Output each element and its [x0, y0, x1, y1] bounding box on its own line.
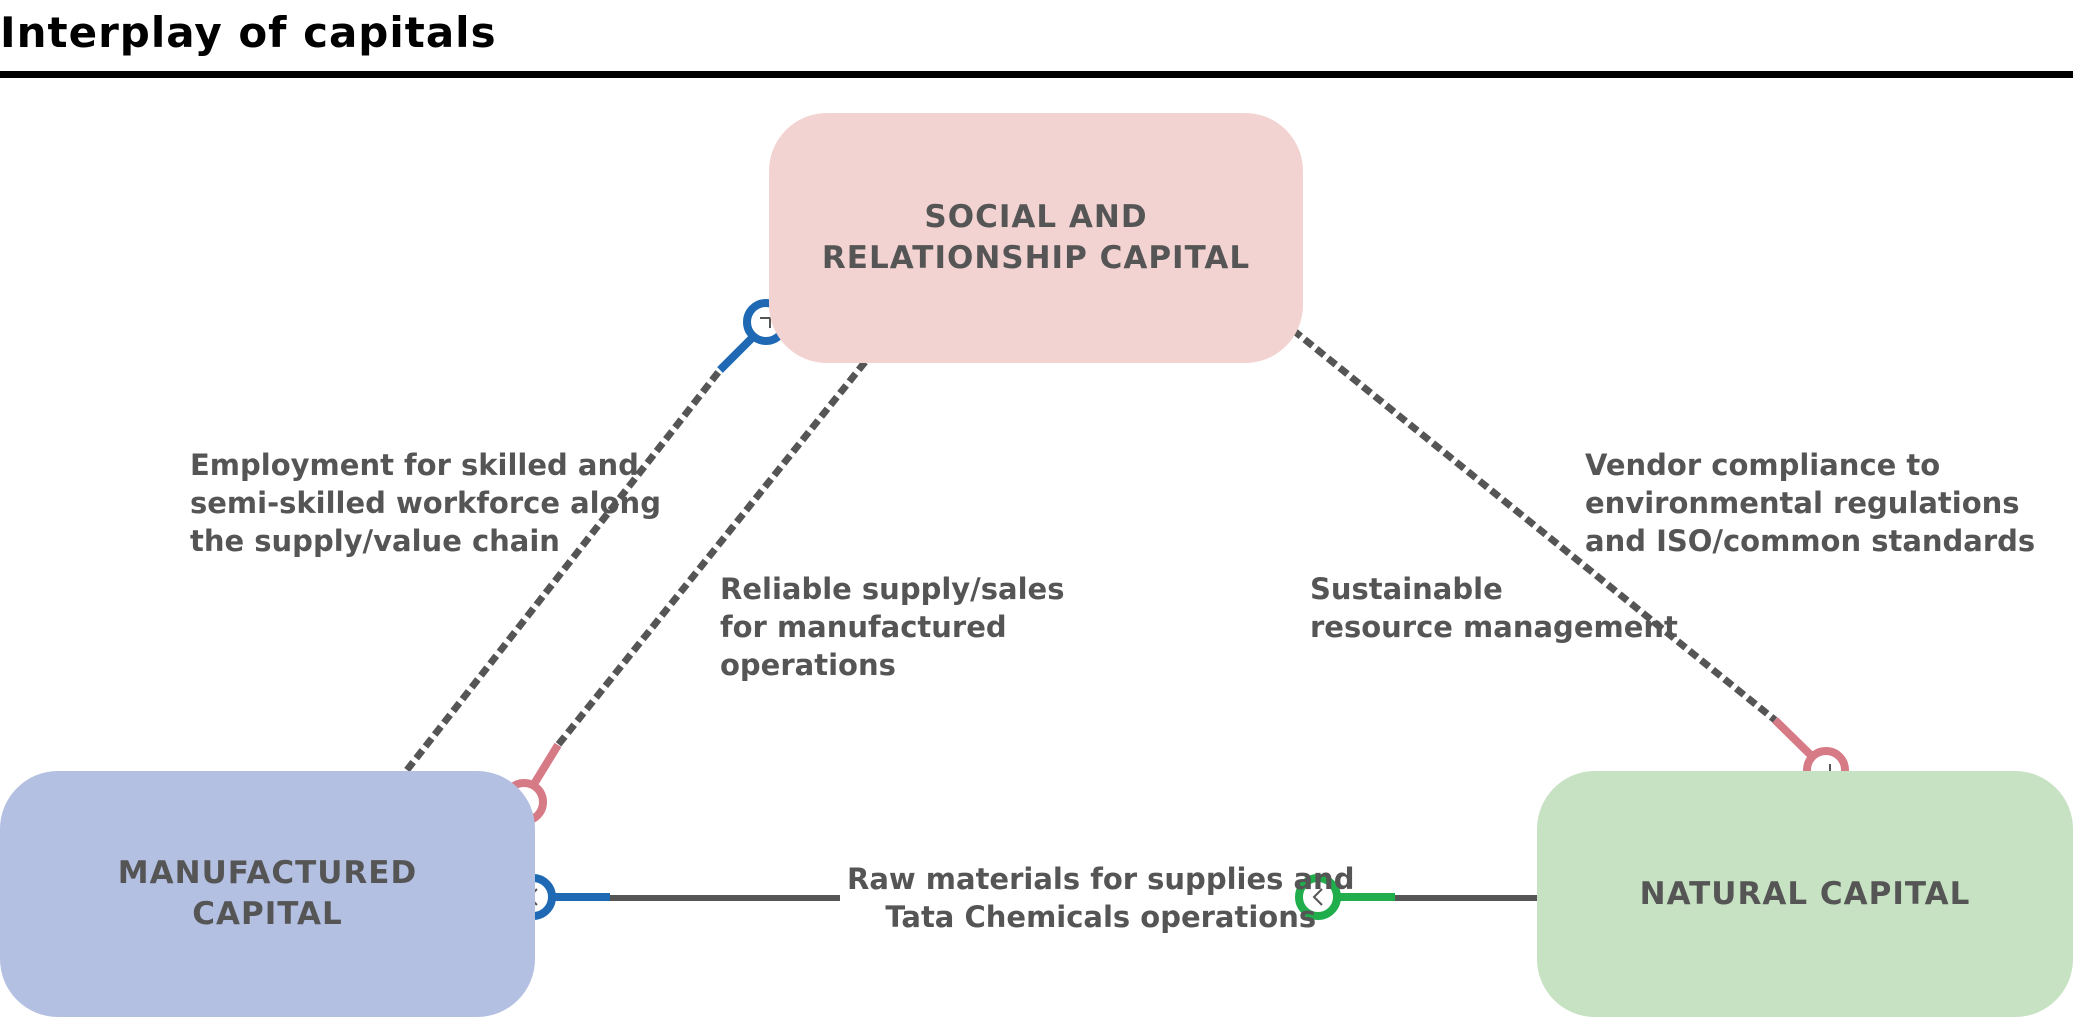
- edge-label-line: resource management: [1310, 610, 1678, 644]
- title-divider: [0, 71, 2073, 78]
- edge-label-line: environmental regulations: [1585, 486, 2020, 520]
- edge-label-line: Raw materials for supplies and: [847, 862, 1355, 896]
- edge-label-resource-management: Sustainable resource management: [1310, 570, 1678, 646]
- edge-label-line: Sustainable: [1310, 572, 1503, 606]
- edge-label-line: Reliable supply/sales: [720, 572, 1065, 606]
- edge-label-line: the supply/value chain: [190, 524, 560, 558]
- connector-social-to-natural: [1290, 327, 1778, 723]
- page-title: Interplay of capitals: [0, 8, 497, 57]
- edge-label-reliable-supply: Reliable supply/sales for manufactured o…: [720, 570, 1064, 684]
- node-label-line: MANUFACTURED: [117, 855, 418, 891]
- edge-label-employment: Employment for skilled and semi-skilled …: [190, 446, 661, 560]
- connector-social-to-manufactured: [555, 359, 868, 748]
- node-label-line: CAPITAL: [192, 896, 343, 932]
- edge-label-line: Tata Chemicals operations: [885, 900, 1317, 934]
- node-label-line: NATURAL CAPITAL: [1639, 875, 1971, 912]
- node-manufactured-capital: MANUFACTURED CAPITAL: [0, 771, 535, 1017]
- edge-label-line: for manufactured: [720, 610, 1007, 644]
- edge-label-line: Vendor compliance to: [1585, 448, 1941, 482]
- edge-label-line: operations: [720, 648, 896, 682]
- edge-label-line: and ISO/common standards: [1585, 524, 2036, 558]
- edge-label-vendor-compliance: Vendor compliance to environmental regul…: [1585, 446, 2035, 560]
- arrow-icon: [1295, 874, 1341, 920]
- edge-label-line: semi-skilled workforce along: [190, 486, 661, 520]
- node-label-line: SOCIAL AND: [924, 199, 1148, 235]
- node-label-line: RELATIONSHIP CAPITAL: [821, 240, 1251, 276]
- connector-manufactured-to-social: [404, 367, 723, 773]
- node-social-relationship-capital: SOCIAL AND RELATIONSHIP CAPITAL: [769, 113, 1303, 363]
- edge-label-line: Employment for skilled and: [190, 448, 639, 482]
- node-natural-capital: NATURAL CAPITAL: [1537, 771, 2073, 1017]
- edge-label-raw-materials: Raw materials for supplies and Tata Chem…: [847, 860, 1354, 936]
